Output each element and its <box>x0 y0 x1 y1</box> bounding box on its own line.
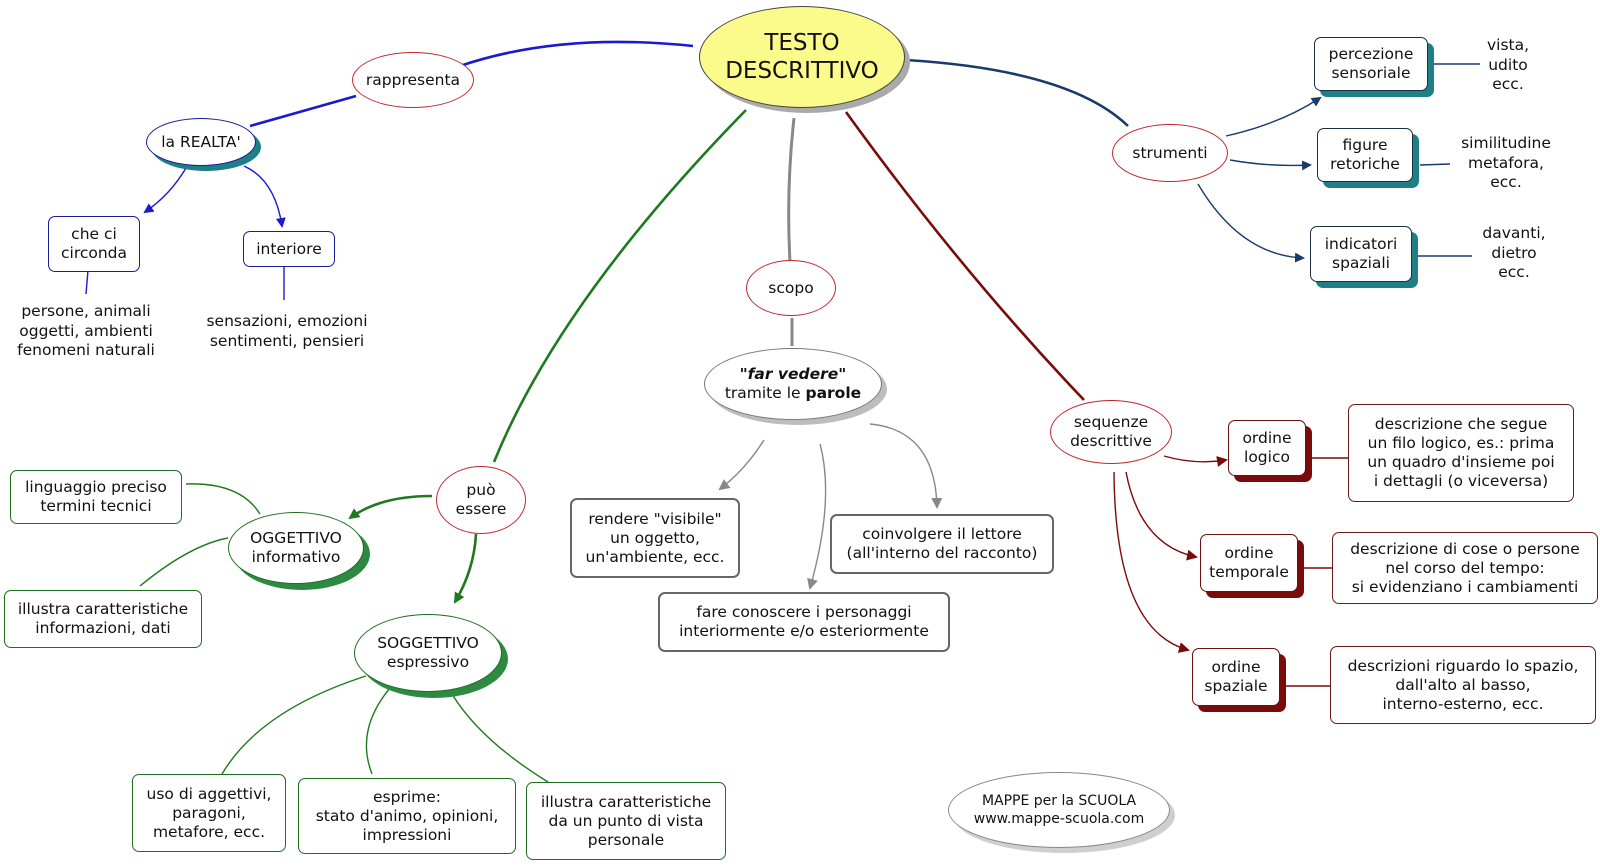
central-node[interactable]: TESTO DESCRITTIVO <box>699 6 905 108</box>
link-central-rappresenta <box>459 40 694 68</box>
illustra-soggettivo-node[interactable]: illustra caratteristiche da un punto di … <box>526 782 726 860</box>
puo-essere-node[interactable]: può essere <box>436 466 526 534</box>
ordine-spaziale-node[interactable]: ordine spaziale <box>1192 648 1280 706</box>
temporale-description[interactable]: descrizione di cose o persone nel corso … <box>1332 532 1598 604</box>
linguaggio-node[interactable]: linguaggio preciso termini tecnici <box>10 470 182 524</box>
rappresenta-node[interactable]: rappresenta <box>352 52 474 108</box>
indicatori-node[interactable]: indicatori spaziali <box>1310 226 1412 282</box>
spaziale-description[interactable]: descrizioni riguardo lo spazio, dall'alt… <box>1330 646 1596 724</box>
footer-credits[interactable]: MAPPE per la SCUOLA www.mappe-scuola.com <box>948 772 1170 848</box>
ordine-logico-node[interactable]: ordine logico <box>1228 420 1306 476</box>
link-central-scopo <box>787 117 796 263</box>
link-central-sequenze <box>844 111 1085 401</box>
sequenze-node[interactable]: sequenze descrittive <box>1050 400 1172 464</box>
ordine-temporale-node[interactable]: ordine temporale <box>1200 534 1298 592</box>
soggettivo-node[interactable]: SOGGETTIVO espressivo <box>354 614 502 692</box>
esprime-node[interactable]: esprime: stato d'animo, opinioni, impres… <box>298 778 516 854</box>
scopo-node[interactable]: scopo <box>746 260 836 316</box>
interiore-node[interactable]: interiore <box>243 231 335 267</box>
link-central-puo-essere <box>492 109 747 463</box>
link-rappresenta-realta <box>249 94 357 128</box>
logico-description[interactable]: descrizione che segue un filo logico, es… <box>1348 404 1574 502</box>
coinvolgere-node[interactable]: coinvolgere il lettore (all'interno del … <box>830 514 1054 574</box>
strumenti-node[interactable]: strumenti <box>1112 124 1228 182</box>
percezione-description: vista, udito ecc. <box>1486 36 1530 93</box>
figure-node[interactable]: figure retoriche <box>1317 128 1413 182</box>
conoscere-node[interactable]: fare conoscere i personaggi interiorment… <box>658 592 950 652</box>
link-central-strumenti <box>905 58 1129 127</box>
figure-description: similitudine metafora, ecc. <box>1461 134 1551 191</box>
uso-node[interactable]: uso di aggettivi, paragoni, metafore, ec… <box>132 774 286 852</box>
interiore-description: sensazioni, emozioni sentimenti, pensier… <box>206 312 368 350</box>
circonda-node[interactable]: che ci circonda <box>48 216 140 272</box>
far-vedere-node[interactable]: "far vedere" tramite le parole <box>704 348 882 420</box>
percezione-node[interactable]: percezione sensoriale <box>1314 37 1428 91</box>
realta-node[interactable]: la REALTA' <box>146 118 256 166</box>
circonda-description: persone, animali oggetti, ambienti fenom… <box>17 302 155 359</box>
oggettivo-node[interactable]: OGGETTIVO informativo <box>228 512 364 584</box>
rendere-node[interactable]: rendere "visibile" un oggetto, un'ambien… <box>570 498 740 578</box>
illustra-oggettivo-node[interactable]: illustra caratteristiche informazioni, d… <box>4 590 202 648</box>
indicatori-description: davanti, dietro ecc. <box>1482 224 1546 281</box>
